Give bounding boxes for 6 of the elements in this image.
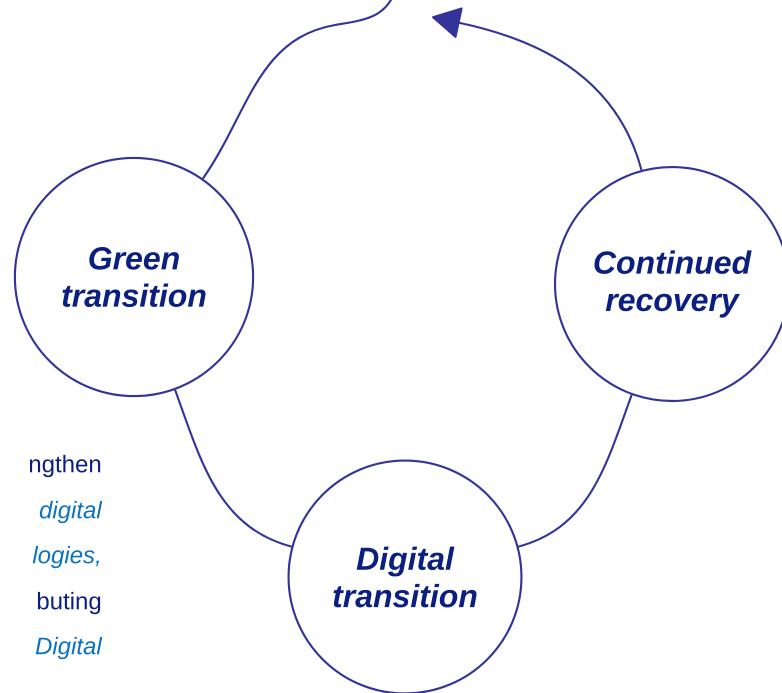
text-line: ngthen: [30, 454, 100, 478]
text-line: digital: [40, 500, 102, 524]
text-line: logies,: [32, 546, 99, 568]
text-line: Digital: [36, 636, 102, 660]
text-line: buting: [38, 592, 100, 614]
arrow: [432, 7, 642, 170]
